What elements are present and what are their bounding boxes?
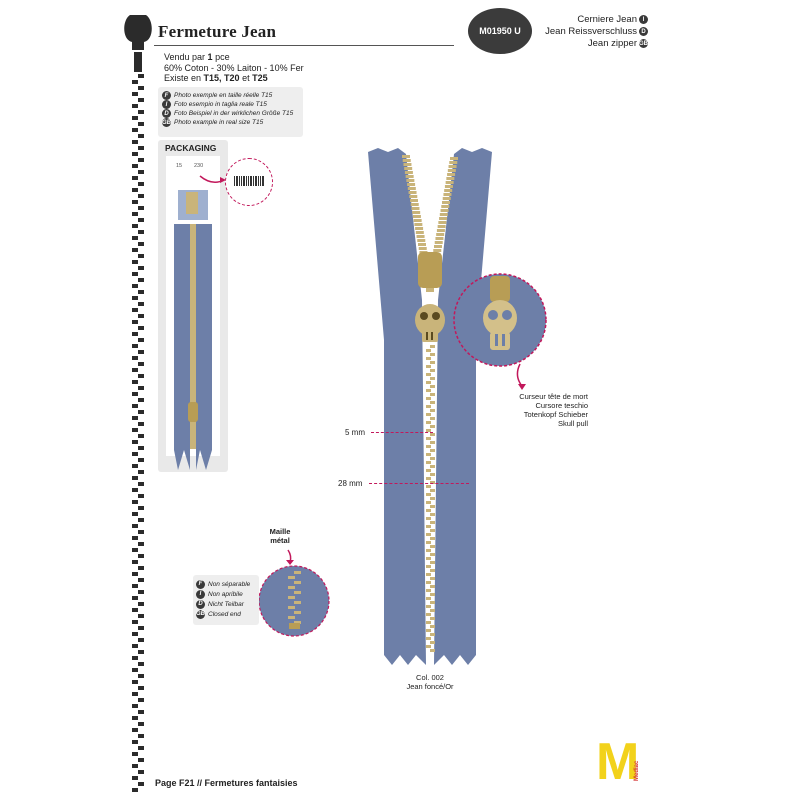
skull-arrow [516,363,526,390]
flag-icon: I [162,100,171,109]
product-info: Vendu par 1 pce 60% Coton - 30% Laiton -… [164,52,304,83]
barcode-zoom [225,158,273,206]
mesh-callout: Maille métal [269,527,291,545]
flag-icon: GB [196,609,205,619]
slider-callout: Curseur tête de mort Cursore teschio Tot… [519,392,588,428]
flag-icon: F [196,579,205,589]
flag-icon: D [639,27,648,36]
flag-icon: D [196,599,205,609]
measure-tape-label: 28 mm [338,479,363,488]
title-underline [154,45,454,46]
flag-icon: I [639,15,648,24]
flag-icon: D [162,109,171,118]
packaging-num-left: 15 [176,163,183,169]
packaging-num-right: 230 [194,163,204,169]
mesh-arrow [286,549,294,565]
color-label: Col. 002 Jean foncé/Or [406,673,454,691]
flag-icon: GB [162,118,171,127]
page-footer: Page F21 // Fermetures fantaisies [155,778,298,788]
main-zipper-image [368,148,492,665]
flag-icon: I [196,589,205,599]
side-zipper-graphic [124,15,152,792]
brand-logo: M Mediac [596,733,640,783]
barcode-arrow [199,175,226,183]
svg-text:M: M [596,733,639,783]
product-code-badge: M01950 U [468,8,532,54]
skull-slider [415,252,445,342]
measure-tape-line [369,483,469,484]
svg-text:Mediac: Mediac [634,760,640,781]
measure-teeth-line [371,432,433,433]
flag-icon: F [162,91,171,100]
page-title: Fermeture Jean [158,22,277,41]
skull-zoom [453,273,547,367]
flag-icon: GB [639,39,648,48]
packaging-title: PACKAGING [165,143,217,153]
mesh-zoom [258,565,330,637]
barcode-icon [234,176,264,186]
measure-teeth-label: 5 mm [345,428,365,437]
packaged-zipper-image [174,190,212,470]
